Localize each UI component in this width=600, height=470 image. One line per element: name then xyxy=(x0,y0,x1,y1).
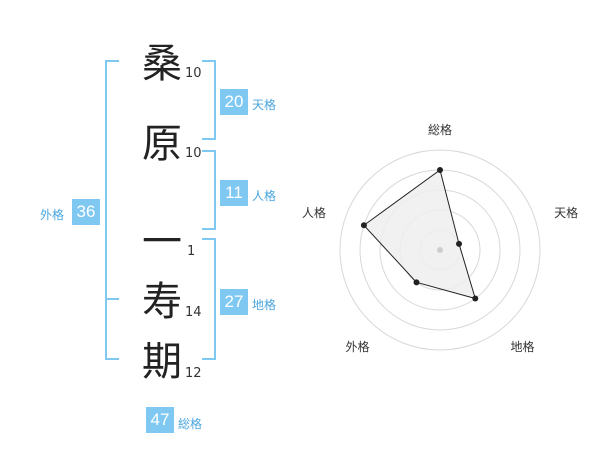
radar-axis-label: 総格 xyxy=(428,122,452,137)
tenkaku-value: 20 xyxy=(220,89,248,115)
radar-point xyxy=(437,167,443,173)
kanji-char-5: 期 xyxy=(142,339,182,385)
kanji-char-4: 寿 xyxy=(142,279,182,325)
radar-axis-label: 地格 xyxy=(511,339,535,354)
gaikaku-bracket-divider xyxy=(105,298,119,300)
radar-polygon xyxy=(363,169,477,300)
tenkaku-bracket xyxy=(202,60,216,140)
radar-axis-label: 外格 xyxy=(345,339,369,354)
jinkaku-bracket xyxy=(202,150,216,230)
stroke-count-2: 10 xyxy=(185,146,202,161)
radar-point xyxy=(456,240,463,247)
stroke-count-1: 10 xyxy=(185,66,202,81)
gaikaku-bracket xyxy=(105,60,119,360)
radar-point xyxy=(472,295,479,302)
jinkaku-label: 人格 xyxy=(252,189,277,203)
chikaku-bracket xyxy=(202,238,216,360)
radar-axis-label: 人格 xyxy=(302,205,326,220)
radar-center xyxy=(437,247,443,253)
soukaku-label: 総格 xyxy=(178,417,203,431)
gaikaku-label: 外格 xyxy=(40,208,65,222)
kanji-char-3: 一 xyxy=(142,219,182,265)
stroke-count-5: 12 xyxy=(185,366,202,381)
soukaku-value: 47 xyxy=(146,407,174,433)
radar-ring xyxy=(339,149,541,351)
stroke-count-4: 14 xyxy=(185,305,202,320)
radar-point xyxy=(360,222,367,229)
stroke-count-3: 1 xyxy=(187,244,196,259)
kanji-char-1: 桑 xyxy=(142,41,182,87)
jinkaku-value: 11 xyxy=(220,180,248,206)
radar-point xyxy=(413,279,420,286)
kanji-char-2: 原 xyxy=(142,121,182,167)
chikaku-value: 27 xyxy=(220,289,248,315)
chikaku-label: 地格 xyxy=(252,298,277,312)
tenkaku-label: 天格 xyxy=(252,98,277,112)
radar-axis-label: 天格 xyxy=(554,205,578,220)
gaikaku-value: 36 xyxy=(72,199,100,225)
